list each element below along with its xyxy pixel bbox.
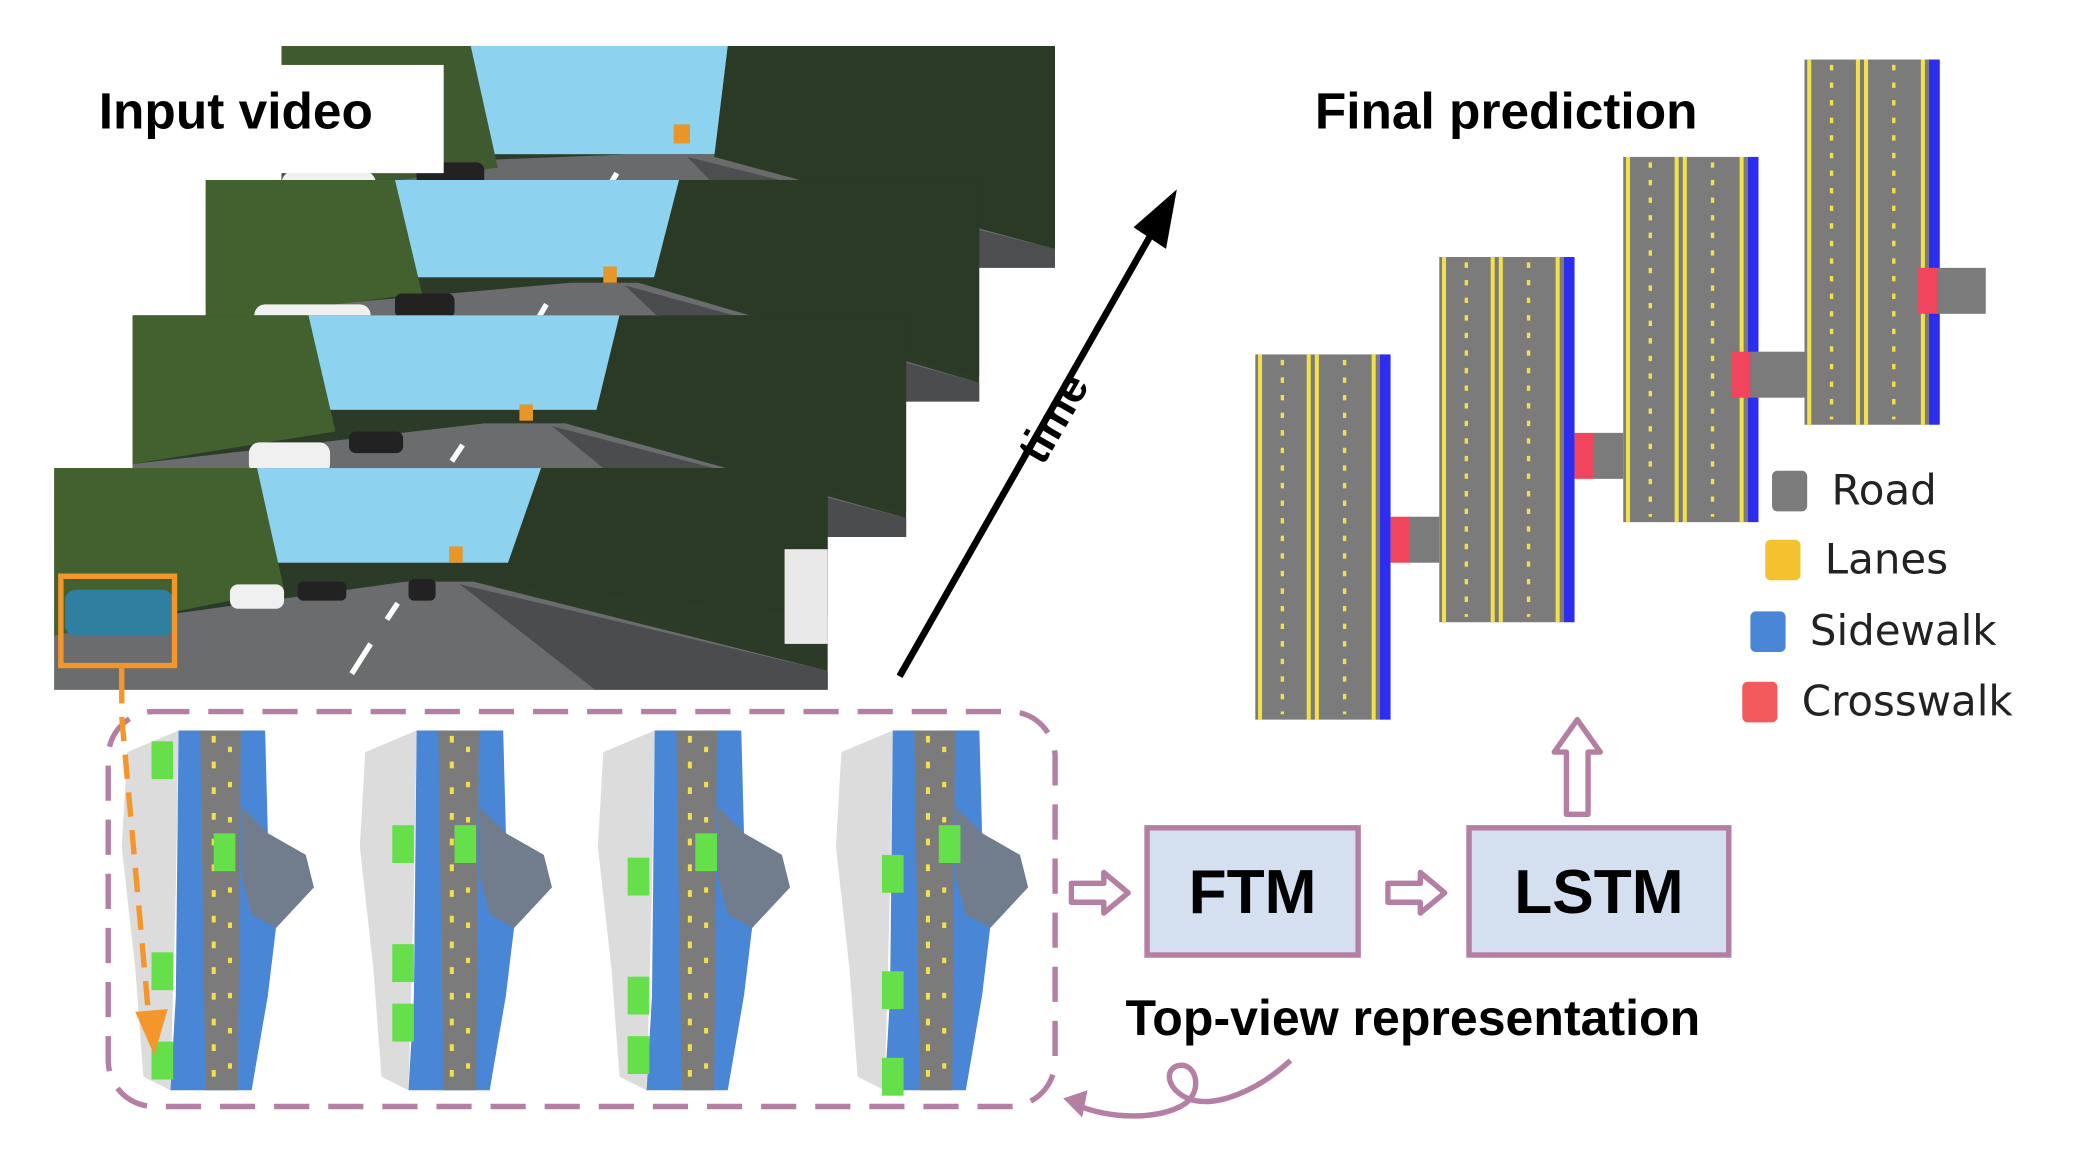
arrow-to-ftm [1068,869,1131,916]
road-layout-t4 [1802,57,1986,427]
video-frame-1 [54,468,828,690]
legend-item-lanes: Lanes [1765,534,1948,585]
legend-swatch-road [1772,470,1808,512]
final-prediction-title: Final prediction [1314,83,1698,141]
arrow-lstm-to-prediction [1551,716,1603,818]
legend-label-lanes: Lanes [1824,535,1949,585]
topview-panels [116,725,1049,1096]
tracking-arrow [119,668,168,1056]
ftm-module: FTM [1144,825,1361,958]
road-layout-t2 [1437,255,1624,624]
input-video-title-bg [78,64,444,174]
road-layout-predictions [1253,57,1986,722]
lstm-module: LSTM [1466,825,1732,958]
legend-item-road: Road [1772,465,1937,516]
legend-label-sidewalk: Sidewalk [1809,607,1997,657]
legend-label-crosswalk: Crosswalk [1801,677,2013,727]
arrow-ftm-to-lstm [1385,869,1448,916]
topview-panel-3 [598,730,790,1090]
topview-panel-1 [122,730,314,1090]
street-scene [54,468,828,690]
object-highlight-box [58,573,178,669]
topview-panel-4 [836,730,1028,1096]
legend-swatch-crosswalk [1742,681,1778,723]
road-layout-t1 [1253,352,1440,722]
curly-arrow [1063,1058,1293,1119]
input-video-title: Input video [98,83,373,141]
legend-item-sidewalk: Sidewalk [1750,606,1997,657]
top-view-label: Top-view representation [1125,990,1701,1046]
topview-panel-2 [360,730,552,1090]
road-layout-t3 [1621,155,1805,524]
legend-swatch-sidewalk [1750,611,1786,653]
legend-swatch-lanes [1765,539,1801,581]
time-arrow [896,189,1177,679]
legend-label-road: Road [1831,466,1937,516]
legend-item-crosswalk: Crosswalk [1742,676,2013,727]
